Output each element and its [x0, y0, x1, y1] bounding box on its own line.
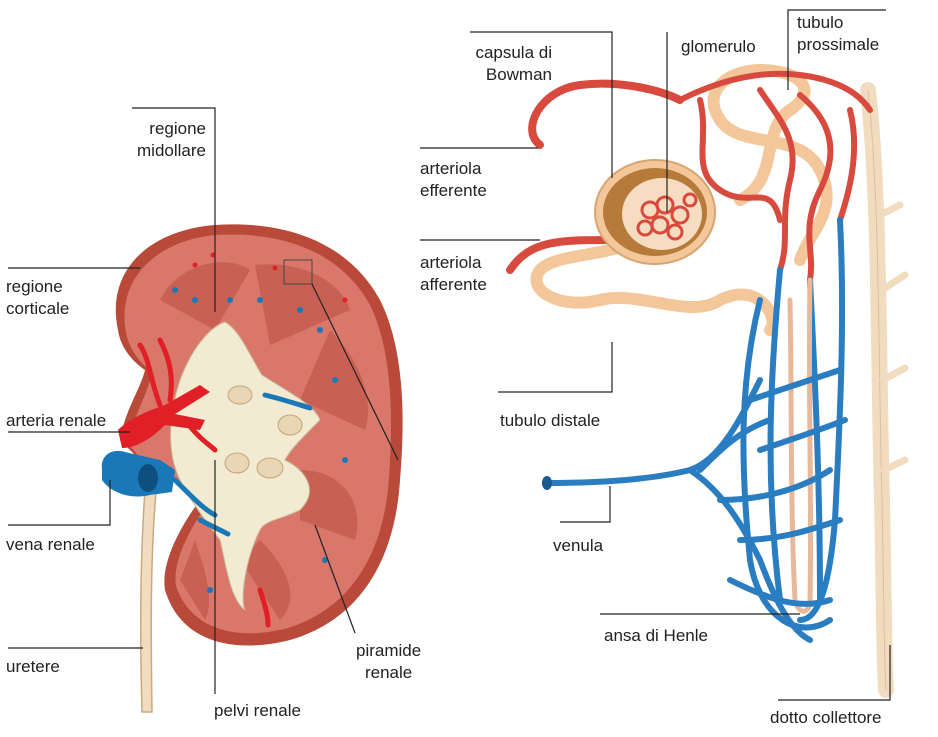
vessel-dots	[172, 287, 348, 593]
label-dotto-collettore: dotto collettore	[770, 708, 882, 727]
calyces	[224, 385, 303, 479]
ureter-tube	[140, 489, 157, 713]
leader-vena-renale	[8, 480, 111, 526]
label-vena-renale: vena renale	[6, 535, 95, 554]
artery-branches	[137, 337, 271, 628]
label-tubulo-distale: tubulo distale	[500, 411, 601, 430]
leader-piramide-renale	[314, 524, 356, 634]
leader-detail	[311, 283, 399, 461]
label-glomerulo: glomerulo	[681, 37, 756, 56]
distal-tubule	[530, 224, 779, 336]
leader-lines	[8, 9, 891, 701]
peritubular-capillaries-red	[677, 70, 873, 283]
leader-tubulo-distale	[498, 342, 613, 393]
label-ansa-henle: ansa di Henle	[604, 626, 708, 645]
loop-of-henle	[787, 277, 814, 614]
leader-venula	[560, 486, 611, 523]
label-venula: venula	[553, 536, 604, 555]
label-arteria-renale: arteria renale	[6, 411, 107, 430]
leader-dotto-collettore	[778, 645, 891, 701]
nephron	[506, 63, 909, 698]
glomerulus-capillaries	[636, 192, 698, 241]
artery-dots	[192, 252, 348, 303]
kidney-cross-section	[101, 224, 403, 713]
collecting-duct-branches	[876, 201, 909, 474]
venule-opening	[542, 476, 552, 490]
detail-box	[283, 259, 313, 285]
label-pelvi-renale: pelvi renale	[214, 701, 301, 720]
leader-capsula-bowman	[470, 31, 613, 178]
leader-tubulo-prossimale	[787, 9, 886, 90]
leader-regione-midollare	[132, 107, 216, 312]
renal-vein	[101, 450, 175, 497]
renal-pyramids	[160, 262, 369, 620]
venules	[542, 367, 848, 643]
renal-vein-opening	[138, 464, 158, 492]
renal-artery	[118, 385, 210, 448]
efferent-arteriole	[528, 79, 684, 149]
label-uretere: uretere	[6, 657, 60, 676]
